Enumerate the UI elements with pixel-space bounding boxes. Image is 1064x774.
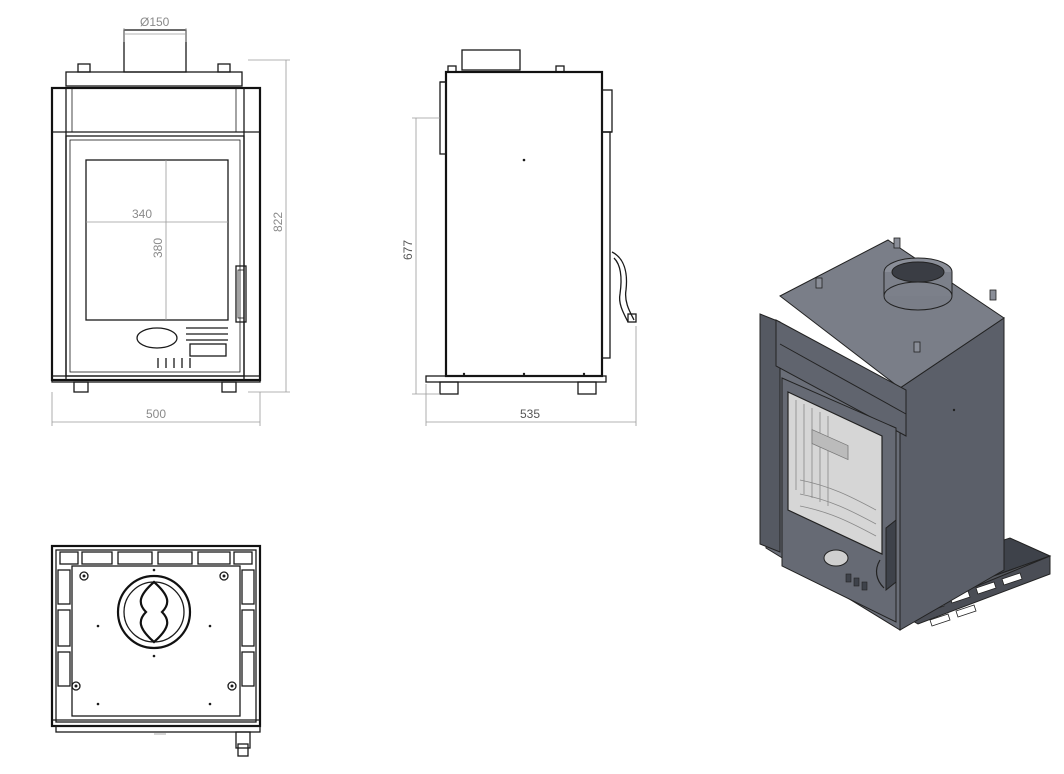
flue-diameter-label: Ø150	[140, 15, 170, 29]
glass-width-label: 340	[132, 207, 152, 221]
iso-door-glass	[787, 391, 883, 555]
door-glass	[85, 159, 229, 321]
side-height-label: 677	[401, 240, 415, 260]
isometric-view	[759, 237, 1052, 631]
front-view: Ø150 340 380	[50, 15, 290, 426]
total-height-label: 822	[271, 212, 285, 232]
top-body-outline	[50, 544, 262, 728]
door-handle	[235, 265, 247, 323]
side-body-outline	[444, 70, 604, 378]
total-width-label: 500	[146, 407, 166, 421]
side-depth-label: 535	[520, 407, 540, 421]
glass-height-label: 380	[151, 238, 165, 258]
brand-logo	[136, 327, 178, 349]
top-view	[50, 544, 262, 757]
flue-collar	[123, 29, 187, 73]
front-body-outline	[50, 86, 262, 382]
iso-top-face	[779, 239, 1005, 389]
side-view: 677 535	[401, 49, 637, 426]
top-flue-ring	[116, 574, 192, 650]
